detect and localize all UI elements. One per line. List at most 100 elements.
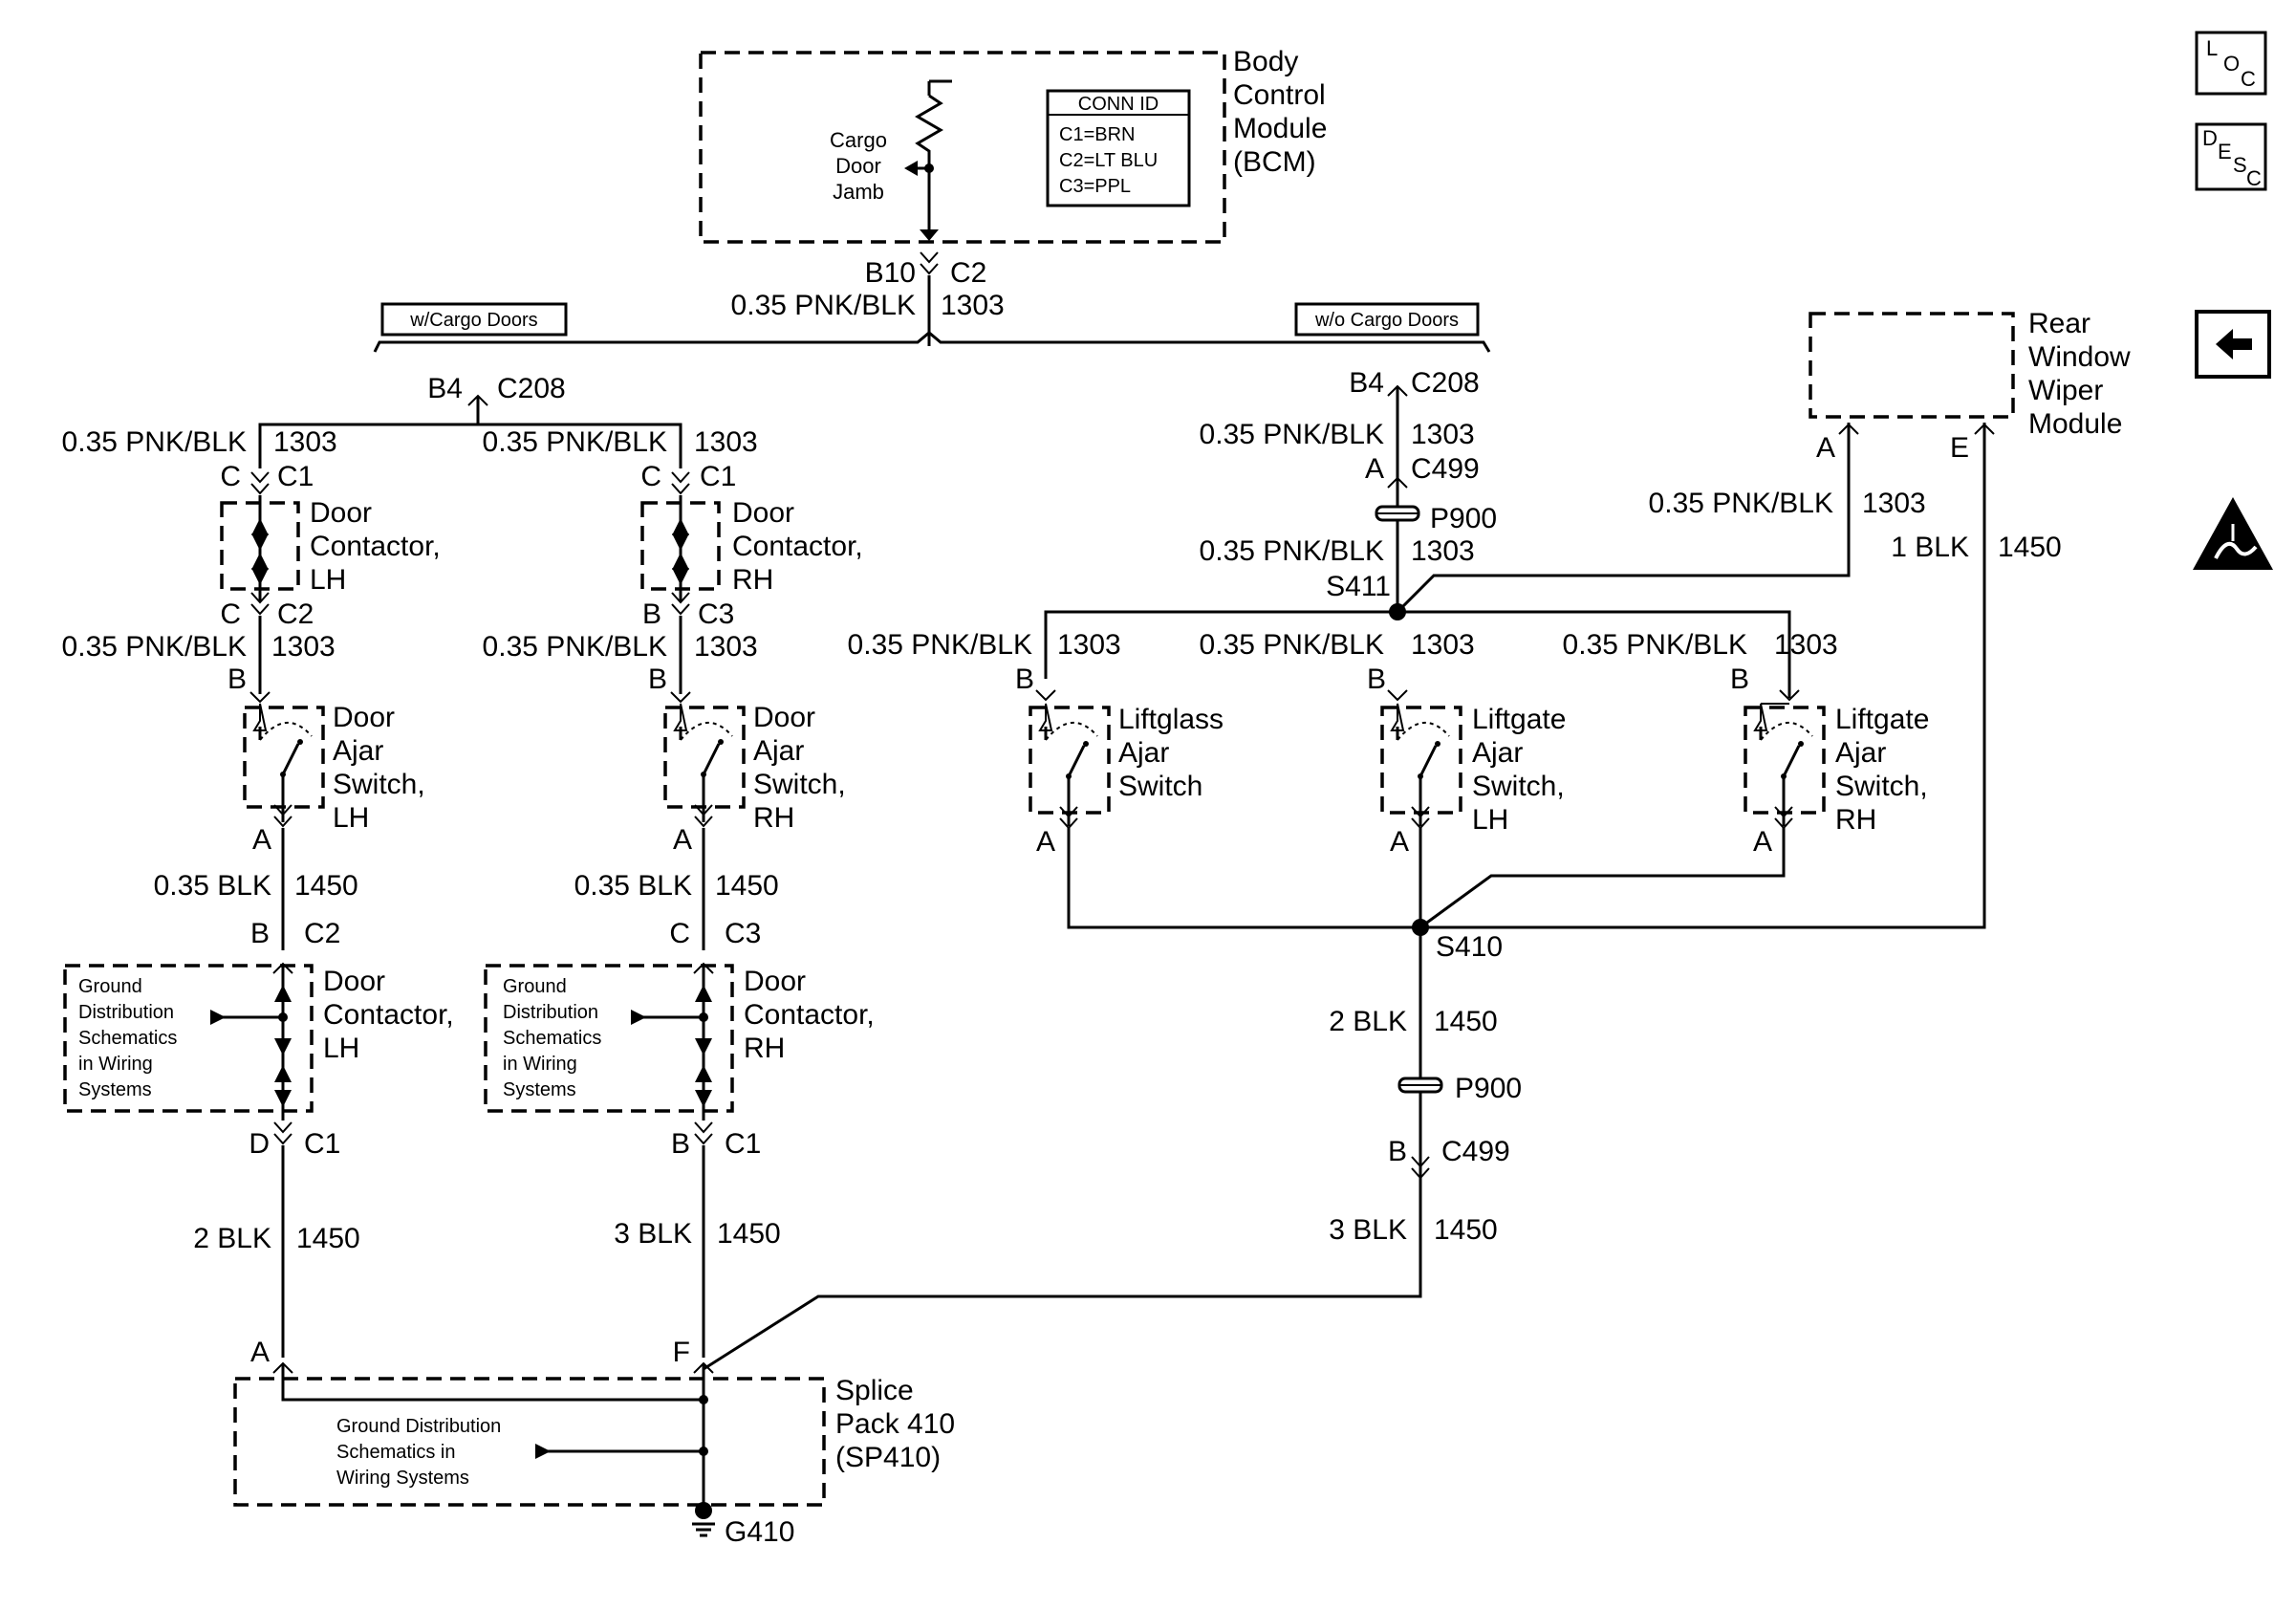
lgs-in-circuit: 1303 bbox=[1057, 629, 1121, 661]
lf-circuit1: 1303 bbox=[1411, 419, 1475, 450]
lgl-in-pin: B bbox=[1367, 664, 1386, 695]
dc-lh-bot-conn: C2 bbox=[277, 598, 314, 630]
gp-p900: P900 bbox=[1455, 1073, 1522, 1104]
dc-lh-bot-pin: C bbox=[220, 598, 241, 630]
ldc-lh-ref-1: Ground bbox=[78, 976, 142, 997]
das-lh-name-2: Ajar bbox=[333, 735, 383, 767]
lf-c499-pin: A bbox=[1365, 453, 1384, 485]
rww-e-circuit: 1450 bbox=[1998, 532, 2062, 563]
ldc-rh-ref-2: Distribution bbox=[503, 1002, 598, 1023]
ldc-lh-out-wire: 2 BLK bbox=[193, 1223, 271, 1254]
dc-rh-bot-conn: C3 bbox=[698, 598, 734, 630]
liftgate-feed: B4 C208 0.35 PNK/BLK 1303 A C499 P900 0.… bbox=[1044, 367, 1851, 679]
bcm-module: Cargo Door Jamb CONN ID C1=BRN C2=LT BLU… bbox=[699, 46, 1327, 244]
cargo-door-feed: B4 C208 0.35 PNK/BLK 1303 0.35 PNK/BLK 1… bbox=[62, 373, 758, 468]
cargo-lh-wire: 0.35 PNK/BLK bbox=[62, 426, 247, 458]
liftgate-ajar-switch-lh: 0.35 PNK/BLK 1303 B Liftgate Ajar Switch… bbox=[1200, 629, 1566, 1296]
back-arrow-icon[interactable] bbox=[2216, 329, 2252, 359]
lgl-out-pin: A bbox=[1390, 826, 1409, 858]
ldc-rh-name-2: Contactor, bbox=[744, 999, 875, 1031]
location-button-frame[interactable] bbox=[2195, 31, 2267, 96]
ldc-lh-name-1: Door bbox=[323, 966, 385, 997]
splice-s410-dot bbox=[1412, 919, 1429, 936]
description-button-frame[interactable] bbox=[2195, 122, 2267, 191]
with-cargo-doors-label: w/Cargo Doors bbox=[409, 310, 537, 331]
bcm-input-label-3: Jamb bbox=[833, 180, 884, 204]
ground-g410-dot bbox=[695, 1502, 712, 1519]
cargo-c208-pin: B4 bbox=[427, 373, 463, 404]
lf-c499: C499 bbox=[1411, 453, 1480, 485]
ldc-lh-out-circuit: 1450 bbox=[296, 1223, 360, 1254]
rww-name-4: Module bbox=[2028, 408, 2122, 440]
dc-rh-name-3: RH bbox=[732, 564, 773, 596]
bcm-name-2: Control bbox=[1233, 79, 1326, 111]
gp-splice: S410 bbox=[1436, 931, 1503, 963]
ldc-lh-top-conn: C2 bbox=[304, 918, 340, 949]
ldc-lh-ref-2: Distribution bbox=[78, 1002, 174, 1023]
liftgate-ajar-switch-rh: 0.35 PNK/BLK 1303 B Liftgate Ajar Switch… bbox=[1419, 629, 1929, 929]
desc-s: S bbox=[2233, 153, 2247, 177]
spl-ref-2: Schematics in bbox=[336, 1442, 456, 1463]
lgl-in-circuit: 1303 bbox=[1411, 629, 1475, 661]
dc-lh-name-2: Contactor, bbox=[310, 531, 441, 562]
description-button[interactable]: D E S C bbox=[2195, 122, 2267, 191]
ldc-lh-name-2: Contactor, bbox=[323, 999, 454, 1031]
gp-c499-pin: B bbox=[1388, 1136, 1407, 1167]
cargo-c208: C208 bbox=[497, 373, 566, 404]
back-button[interactable] bbox=[2195, 310, 2271, 379]
bcm-name-4: (BCM) bbox=[1233, 146, 1316, 178]
loc-l: L bbox=[2206, 36, 2218, 60]
conn-id-header: CONN ID bbox=[1078, 94, 1159, 115]
door-ajar-switch-rh: B Door Ajar Switch, RH A 0.35 BLK 1450 bbox=[574, 664, 846, 950]
lgl-name-3: Switch, bbox=[1472, 771, 1565, 802]
loc-o: O bbox=[2223, 52, 2240, 76]
ldc-rh-bot-conn: C1 bbox=[725, 1128, 761, 1160]
lgr-name-3: Switch, bbox=[1835, 771, 1928, 802]
ldc-lh-ref-4: in Wiring bbox=[78, 1054, 153, 1075]
conn-id-c2: C2=LT BLU bbox=[1059, 150, 1158, 171]
bcm-name-3: Module bbox=[1233, 113, 1327, 144]
lgr-in-pin: B bbox=[1730, 664, 1749, 695]
ldc-lh-top-pin: B bbox=[250, 918, 270, 949]
lgr-in-wire: 0.35 PNK/BLK bbox=[1563, 629, 1747, 661]
gp-wire1: 2 BLK bbox=[1329, 1006, 1407, 1037]
rww-name-3: Wiper bbox=[2028, 375, 2103, 406]
ldc-rh-out-wire: 3 BLK bbox=[614, 1218, 692, 1250]
das-rh-in-pin: B bbox=[648, 664, 667, 695]
gp-c499: C499 bbox=[1441, 1136, 1510, 1167]
location-button[interactable]: L O C bbox=[2195, 31, 2267, 96]
ldc-rh-ref-4: in Wiring bbox=[503, 1054, 577, 1075]
ldc-rh-out-circuit: 1450 bbox=[717, 1218, 781, 1250]
dc-lh-name-1: Door bbox=[310, 497, 372, 529]
lgl-in-wire: 0.35 PNK/BLK bbox=[1200, 629, 1384, 661]
lgs-in-pin: B bbox=[1015, 664, 1034, 695]
bcm-connector: C2 bbox=[950, 257, 986, 289]
dc-rh-name-2: Contactor, bbox=[732, 531, 863, 562]
rww-a-wire: 0.35 PNK/BLK bbox=[1649, 488, 1833, 519]
lf-circuit2: 1303 bbox=[1411, 535, 1475, 567]
ldc-lh-bot-pin: D bbox=[249, 1128, 270, 1160]
spl-name-3: (SP410) bbox=[835, 1442, 941, 1473]
cargo-rh-wire: 0.35 PNK/BLK bbox=[483, 426, 667, 458]
ldc-rh-top-conn: C3 bbox=[725, 918, 761, 949]
with-cargo-doors-tag bbox=[380, 302, 568, 337]
lgl-name-1: Liftgate bbox=[1472, 704, 1566, 735]
spl-pin-a: A bbox=[250, 1337, 270, 1368]
ldc-rh-ref-3: Schematics bbox=[503, 1028, 601, 1049]
lgr-name-4: RH bbox=[1835, 804, 1876, 836]
lf-splice: S411 bbox=[1326, 571, 1391, 602]
das-rh-name-1: Door bbox=[753, 702, 815, 733]
input-arrow-icon bbox=[904, 161, 918, 176]
lf-c208: C208 bbox=[1411, 367, 1480, 399]
das-lh-name-1: Door bbox=[333, 702, 395, 733]
desc-c: C bbox=[2246, 166, 2262, 190]
spl-ground: G410 bbox=[725, 1516, 794, 1548]
gp-wire2: 3 BLK bbox=[1329, 1214, 1407, 1246]
dc-rh-top-pin: C bbox=[640, 461, 661, 492]
das-lh-out-circuit: 1450 bbox=[294, 870, 358, 902]
rear-window-wiper-module: Rear Window Wiper Module A E 0.35 PNK/BL… bbox=[1649, 308, 2131, 563]
dc-lh-top-conn: C1 bbox=[277, 461, 314, 492]
door-contactor-rh-lower: C C3 Ground Distribution Schematics in W… bbox=[484, 918, 875, 1358]
spl-name-1: Splice bbox=[835, 1375, 914, 1406]
dc-lh-name-3: LH bbox=[310, 564, 346, 596]
